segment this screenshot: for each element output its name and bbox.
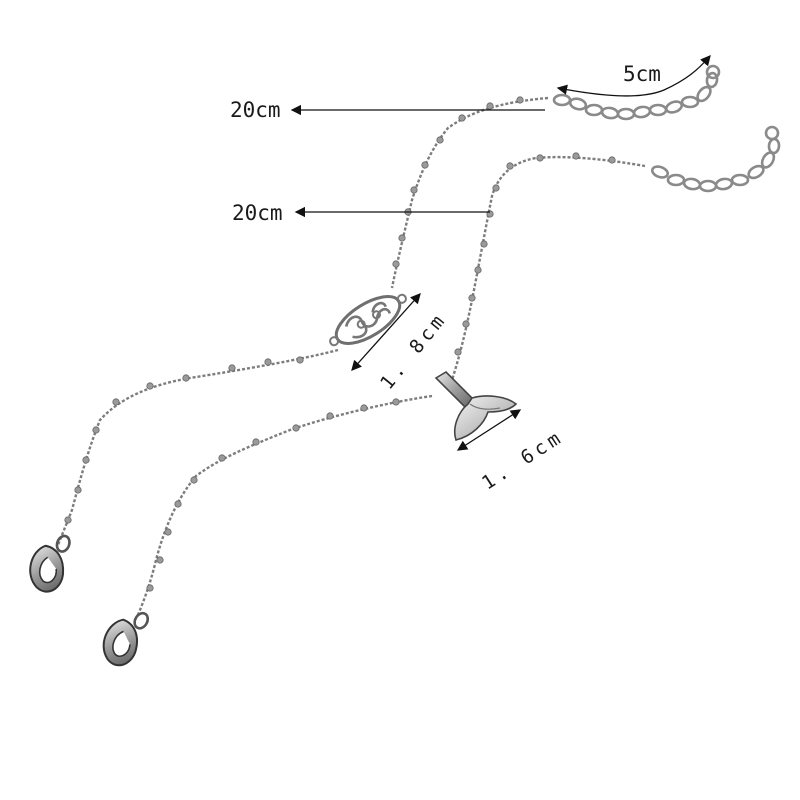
chain-1-lower [56, 348, 339, 546]
arrow-filigree [351, 293, 421, 371]
label-chain-length-1: 20cm [230, 98, 281, 122]
filigree-charm [329, 293, 407, 347]
lobster-clasp-2 [102, 611, 150, 667]
chain-1-beads [64, 96, 524, 524]
chain-2-lower [136, 394, 433, 616]
label-extender-length: 5cm [623, 62, 661, 86]
bracelet-whale-tail [102, 125, 781, 667]
extender-chain-2 [650, 125, 781, 193]
label-chain-length-2: 20cm [232, 201, 283, 225]
measurement-arrows [290, 55, 711, 451]
whale-tail-charm [434, 370, 518, 441]
lobster-clasp-1 [29, 534, 71, 593]
chain-2-beads [146, 152, 616, 592]
arrow-whale-tail [456, 409, 522, 451]
arrow-extender [556, 55, 711, 97]
bracelet-filigree [29, 64, 721, 593]
